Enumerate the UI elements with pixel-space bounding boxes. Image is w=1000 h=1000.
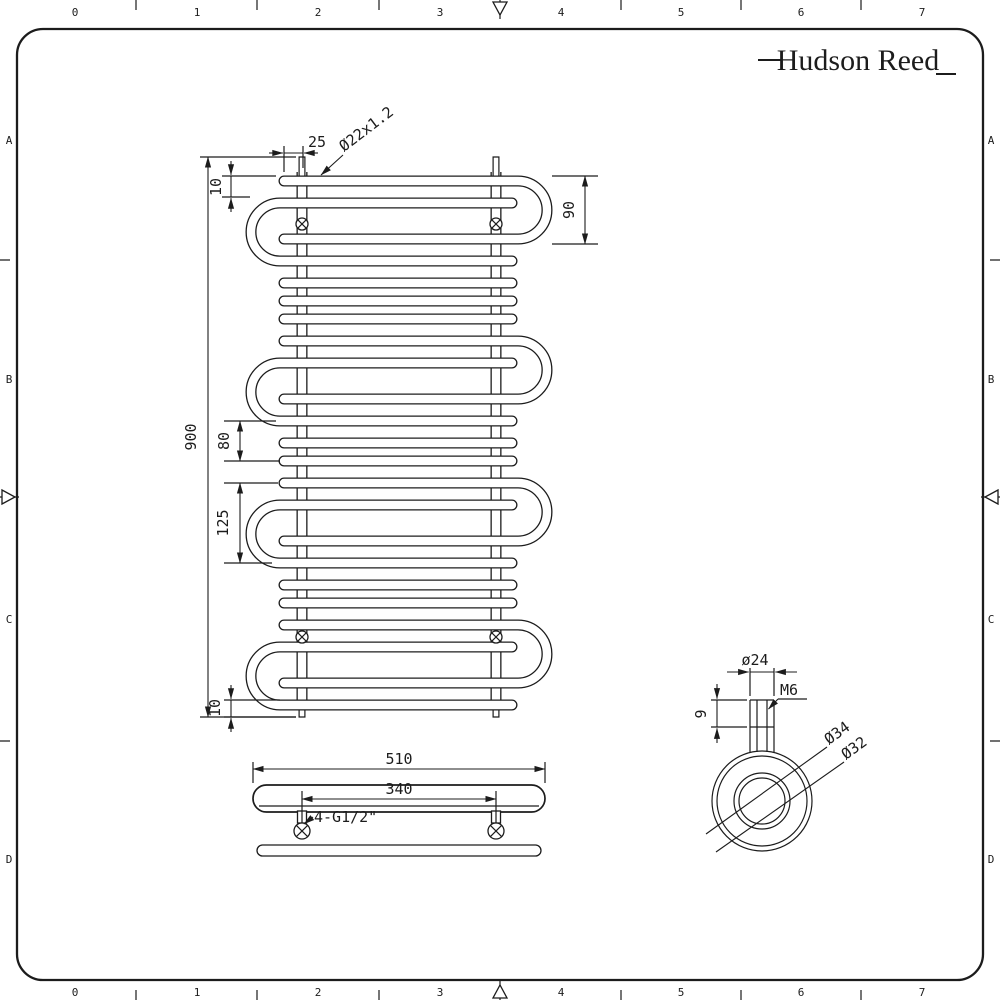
label-connections: 4-G1/2" xyxy=(303,808,377,826)
fixing-point-icon xyxy=(487,822,505,840)
ruler-label: 0 xyxy=(72,6,79,19)
ruler-label: C xyxy=(6,613,13,626)
ruler-label: 1 xyxy=(194,6,201,19)
centre-mark-top-icon xyxy=(491,0,509,19)
loop-tube-right xyxy=(278,619,553,689)
ruler-tick xyxy=(990,259,1000,742)
fixing-point-icon xyxy=(489,630,503,644)
loop-tube-left xyxy=(246,500,517,568)
dim-fixing-centres: 340 xyxy=(301,780,497,803)
dim-bottom-gap-label: 10 xyxy=(206,699,224,717)
dim-thread-label: M6 xyxy=(780,681,798,699)
loop-tube-left xyxy=(246,642,517,710)
ruler-label: 4 xyxy=(558,6,565,19)
bush-bore-circle xyxy=(733,772,791,830)
dim-boss-height: 9 xyxy=(692,684,747,743)
dim-loop-height: 90 xyxy=(552,175,598,245)
bush-outer-circle xyxy=(711,750,813,852)
loop-tube-right xyxy=(279,620,552,688)
fixing-point-icon xyxy=(293,822,311,840)
ruler-label: 3 xyxy=(437,6,444,19)
dim-bottom-gap: 10 xyxy=(206,685,296,732)
ruler-label: 1 xyxy=(194,986,201,999)
ruler-label: B xyxy=(988,373,995,386)
bracket-cap xyxy=(298,156,500,718)
ruler-tick xyxy=(0,259,10,742)
ruler-label: A xyxy=(6,134,13,147)
ruler-label: 2 xyxy=(315,986,322,999)
ruler-label: C xyxy=(988,613,995,626)
ruler-label: B xyxy=(6,373,13,386)
loop-tube-right xyxy=(279,336,552,404)
loop-tube-right xyxy=(278,477,553,547)
centre-mark-left-icon xyxy=(0,488,19,506)
ruler-right: A B C D xyxy=(981,134,1000,866)
bush-wall-circle xyxy=(716,755,808,847)
dim-tube-spec-label: Ø22x1.2 xyxy=(336,103,397,155)
dim-top-gap: 10 xyxy=(207,161,276,212)
dim-bar-gap: 80 xyxy=(215,420,280,462)
ruler-label: 5 xyxy=(678,986,685,999)
dim-boss-height-label: 9 xyxy=(692,709,710,718)
ruler-label: 6 xyxy=(798,6,805,19)
dim-loop-pitch-label: 125 xyxy=(214,509,232,536)
ruler-label: 7 xyxy=(919,986,926,999)
plan-view: 510 340 4-G1/2" xyxy=(252,750,546,857)
ruler-top: 0 1 2 3 4 5 6 7 xyxy=(72,0,926,19)
dim-fixing-centres-label: 340 xyxy=(385,780,412,798)
detail-view: ø24 M6 9 Ø34 Ø32 xyxy=(692,651,870,853)
dim-tube-spec: Ø22x1.2 xyxy=(320,103,397,176)
logo-text: Hudson Reed xyxy=(777,44,939,77)
loop-tube-left xyxy=(246,358,517,426)
sheet-border xyxy=(15,27,985,982)
dim-loop-height-label: 90 xyxy=(560,201,578,219)
loop-tube-left xyxy=(245,641,518,711)
logo: Hudson Reed xyxy=(758,44,956,77)
ruler-label: D xyxy=(6,853,13,866)
bush-thread-circle xyxy=(738,777,786,825)
label-connections-text: 4-G1/2" xyxy=(314,808,377,826)
dim-overall-width-label: 510 xyxy=(385,750,412,768)
fixing-point-icon xyxy=(295,630,309,644)
ruler-label: 3 xyxy=(437,986,444,999)
ruler-label: 6 xyxy=(798,986,805,999)
fixing-point-icon xyxy=(295,217,309,231)
ruler-label: 0 xyxy=(72,986,79,999)
loop-tube-left xyxy=(245,357,518,427)
dim-top-gap-label: 10 xyxy=(207,178,225,196)
ruler-label: 4 xyxy=(558,986,565,999)
centre-mark-bottom-icon xyxy=(491,981,509,1000)
dim-overall-height-label: 900 xyxy=(182,423,200,450)
ruler-tick xyxy=(135,990,862,1000)
ruler-label: D xyxy=(988,853,995,866)
loop-tube-left xyxy=(246,198,517,266)
stud-outline xyxy=(749,699,775,752)
centre-mark-right-icon xyxy=(981,488,1000,506)
ruler-left: A B C D xyxy=(0,134,19,866)
loop-tube-right xyxy=(279,176,552,244)
loop-tube-right xyxy=(279,478,552,546)
loop-tube-right xyxy=(278,175,553,245)
loop-tube-right xyxy=(278,335,553,405)
ruler-label: 7 xyxy=(919,6,926,19)
ruler-bottom: 0 1 2 3 4 5 6 7 xyxy=(72,981,926,1000)
ruler-label: 5 xyxy=(678,6,685,19)
ruler-label: A xyxy=(988,134,995,147)
ruler-label: 2 xyxy=(315,6,322,19)
front-view: 900 25 Ø22x1.2 10 90 xyxy=(182,103,598,732)
loop-tube-left xyxy=(245,197,518,267)
loop-tube-left xyxy=(245,499,518,569)
dim-overall-width: 510 xyxy=(252,750,546,783)
ruler-tick xyxy=(135,0,862,10)
dim-bar-gap-label: 80 xyxy=(215,432,233,450)
dim-boss-diameter: ø24 xyxy=(727,651,797,696)
fixing-point-icon xyxy=(489,217,503,231)
dim-boss-diameter-label: ø24 xyxy=(741,651,768,669)
dim-thread: M6 xyxy=(768,681,807,710)
dim-bracket-offset-label: 25 xyxy=(308,133,326,151)
dim-bracket-offset: 25 xyxy=(269,133,326,172)
plan-rail-profile xyxy=(256,844,542,857)
dim-loop-pitch: 125 xyxy=(214,482,278,564)
